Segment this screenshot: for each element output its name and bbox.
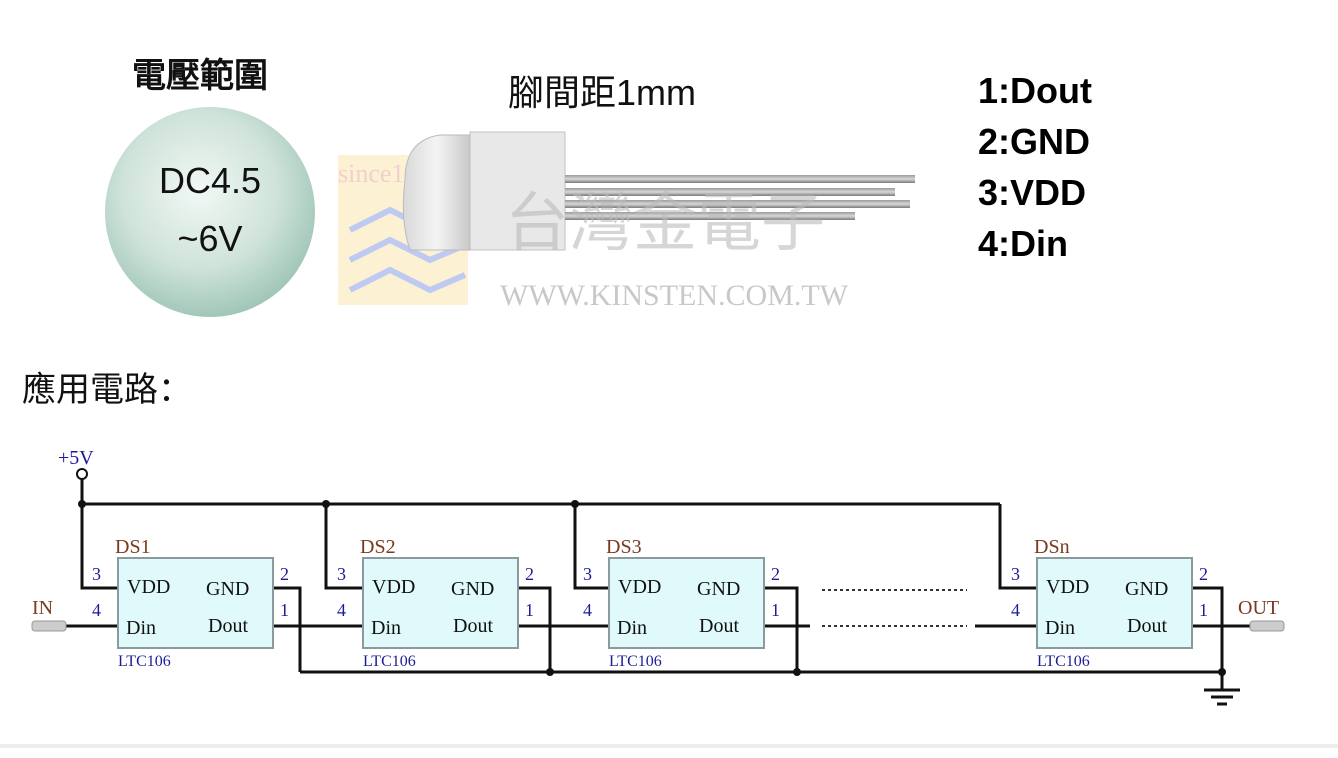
device-name: DSn [1034, 536, 1070, 558]
pin-din-label: Din [126, 617, 156, 639]
circuit-title: 應用電路： [22, 370, 192, 410]
pin-number: 4 [1011, 600, 1020, 620]
pin-gnd-label: GND [697, 578, 740, 600]
pin-din-label: Din [1045, 617, 1075, 639]
watermark-company: 台灣金電子 [505, 188, 825, 259]
pin-number: 4 [583, 600, 592, 620]
device-box [117, 557, 274, 649]
divider [0, 744, 1338, 748]
device-name: DS1 [115, 536, 151, 558]
pin-dout-label: Dout [208, 615, 248, 637]
pin-number: 2 [525, 564, 534, 584]
pin-gnd-label: GND [451, 578, 494, 600]
pinout-list: 1:Dout 2:GND 3:VDD 4:Din [978, 70, 1092, 274]
connectors [31, 620, 1285, 632]
supply-label: +5V [58, 447, 94, 469]
voltage-title: 電壓範圍 [132, 56, 268, 96]
junctions [78, 500, 1226, 676]
pin-number: 3 [92, 564, 101, 584]
device-part: LTC106 [1037, 653, 1090, 670]
led-photo: since1980 台灣金電子 WWW.KINSTEN.COM.TW [338, 131, 915, 312]
pinout-item: 3:VDD [978, 172, 1087, 213]
pin-number: 3 [1011, 564, 1020, 584]
device-box [608, 557, 765, 649]
device-part: LTC106 [609, 653, 662, 670]
pin-dout-label: Dout [1127, 615, 1167, 637]
pin-pitch-title: 腳間距1mm [508, 72, 696, 113]
pin-din-label: Din [371, 617, 401, 639]
output-label: OUT [1238, 597, 1279, 619]
pin-gnd-label: GND [1125, 578, 1168, 600]
pin-number: 2 [771, 564, 780, 584]
device-name: DS3 [606, 536, 642, 558]
pinout-item: 1:Dout [978, 70, 1092, 111]
voltage-badge [105, 107, 315, 317]
pin-gnd-label: GND [206, 578, 249, 600]
device-part: LTC106 [363, 653, 416, 670]
pin-vdd-label: VDD [127, 576, 170, 598]
device-box [362, 557, 519, 649]
voltage-min: DC4.5 [158, 160, 262, 201]
pin-number: 4 [92, 600, 101, 620]
pin-number: 3 [337, 564, 346, 584]
pin-number: 2 [280, 564, 289, 584]
voltage-max: ~6V [177, 218, 243, 259]
pin-number: 3 [583, 564, 592, 584]
pin-din-label: Din [617, 617, 647, 639]
pin-number: 4 [337, 600, 346, 620]
pinout-item: 2:GND [978, 121, 1091, 162]
pin-number: 1 [280, 600, 289, 620]
pin-number: 2 [1199, 564, 1208, 584]
wires [65, 468, 1250, 706]
device-part: LTC106 [118, 653, 171, 670]
continuation-dots [822, 589, 967, 627]
pin-number: 1 [525, 600, 534, 620]
output-connector [1249, 620, 1285, 632]
pin-vdd-label: VDD [372, 576, 415, 598]
input-label: IN [32, 597, 53, 619]
pin-dout-label: Dout [699, 615, 739, 637]
pin-vdd-label: VDD [1046, 576, 1089, 598]
pinout-item: 4:Din [978, 223, 1068, 264]
watermark-url: WWW.KINSTEN.COM.TW [500, 279, 849, 312]
pin-number: 1 [771, 600, 780, 620]
pin-number: 1 [1199, 600, 1208, 620]
device-name: DS2 [360, 536, 396, 558]
pin-dout-label: Dout [453, 615, 493, 637]
device-box [1036, 557, 1193, 649]
input-connector [31, 620, 67, 632]
pin-vdd-label: VDD [618, 576, 661, 598]
